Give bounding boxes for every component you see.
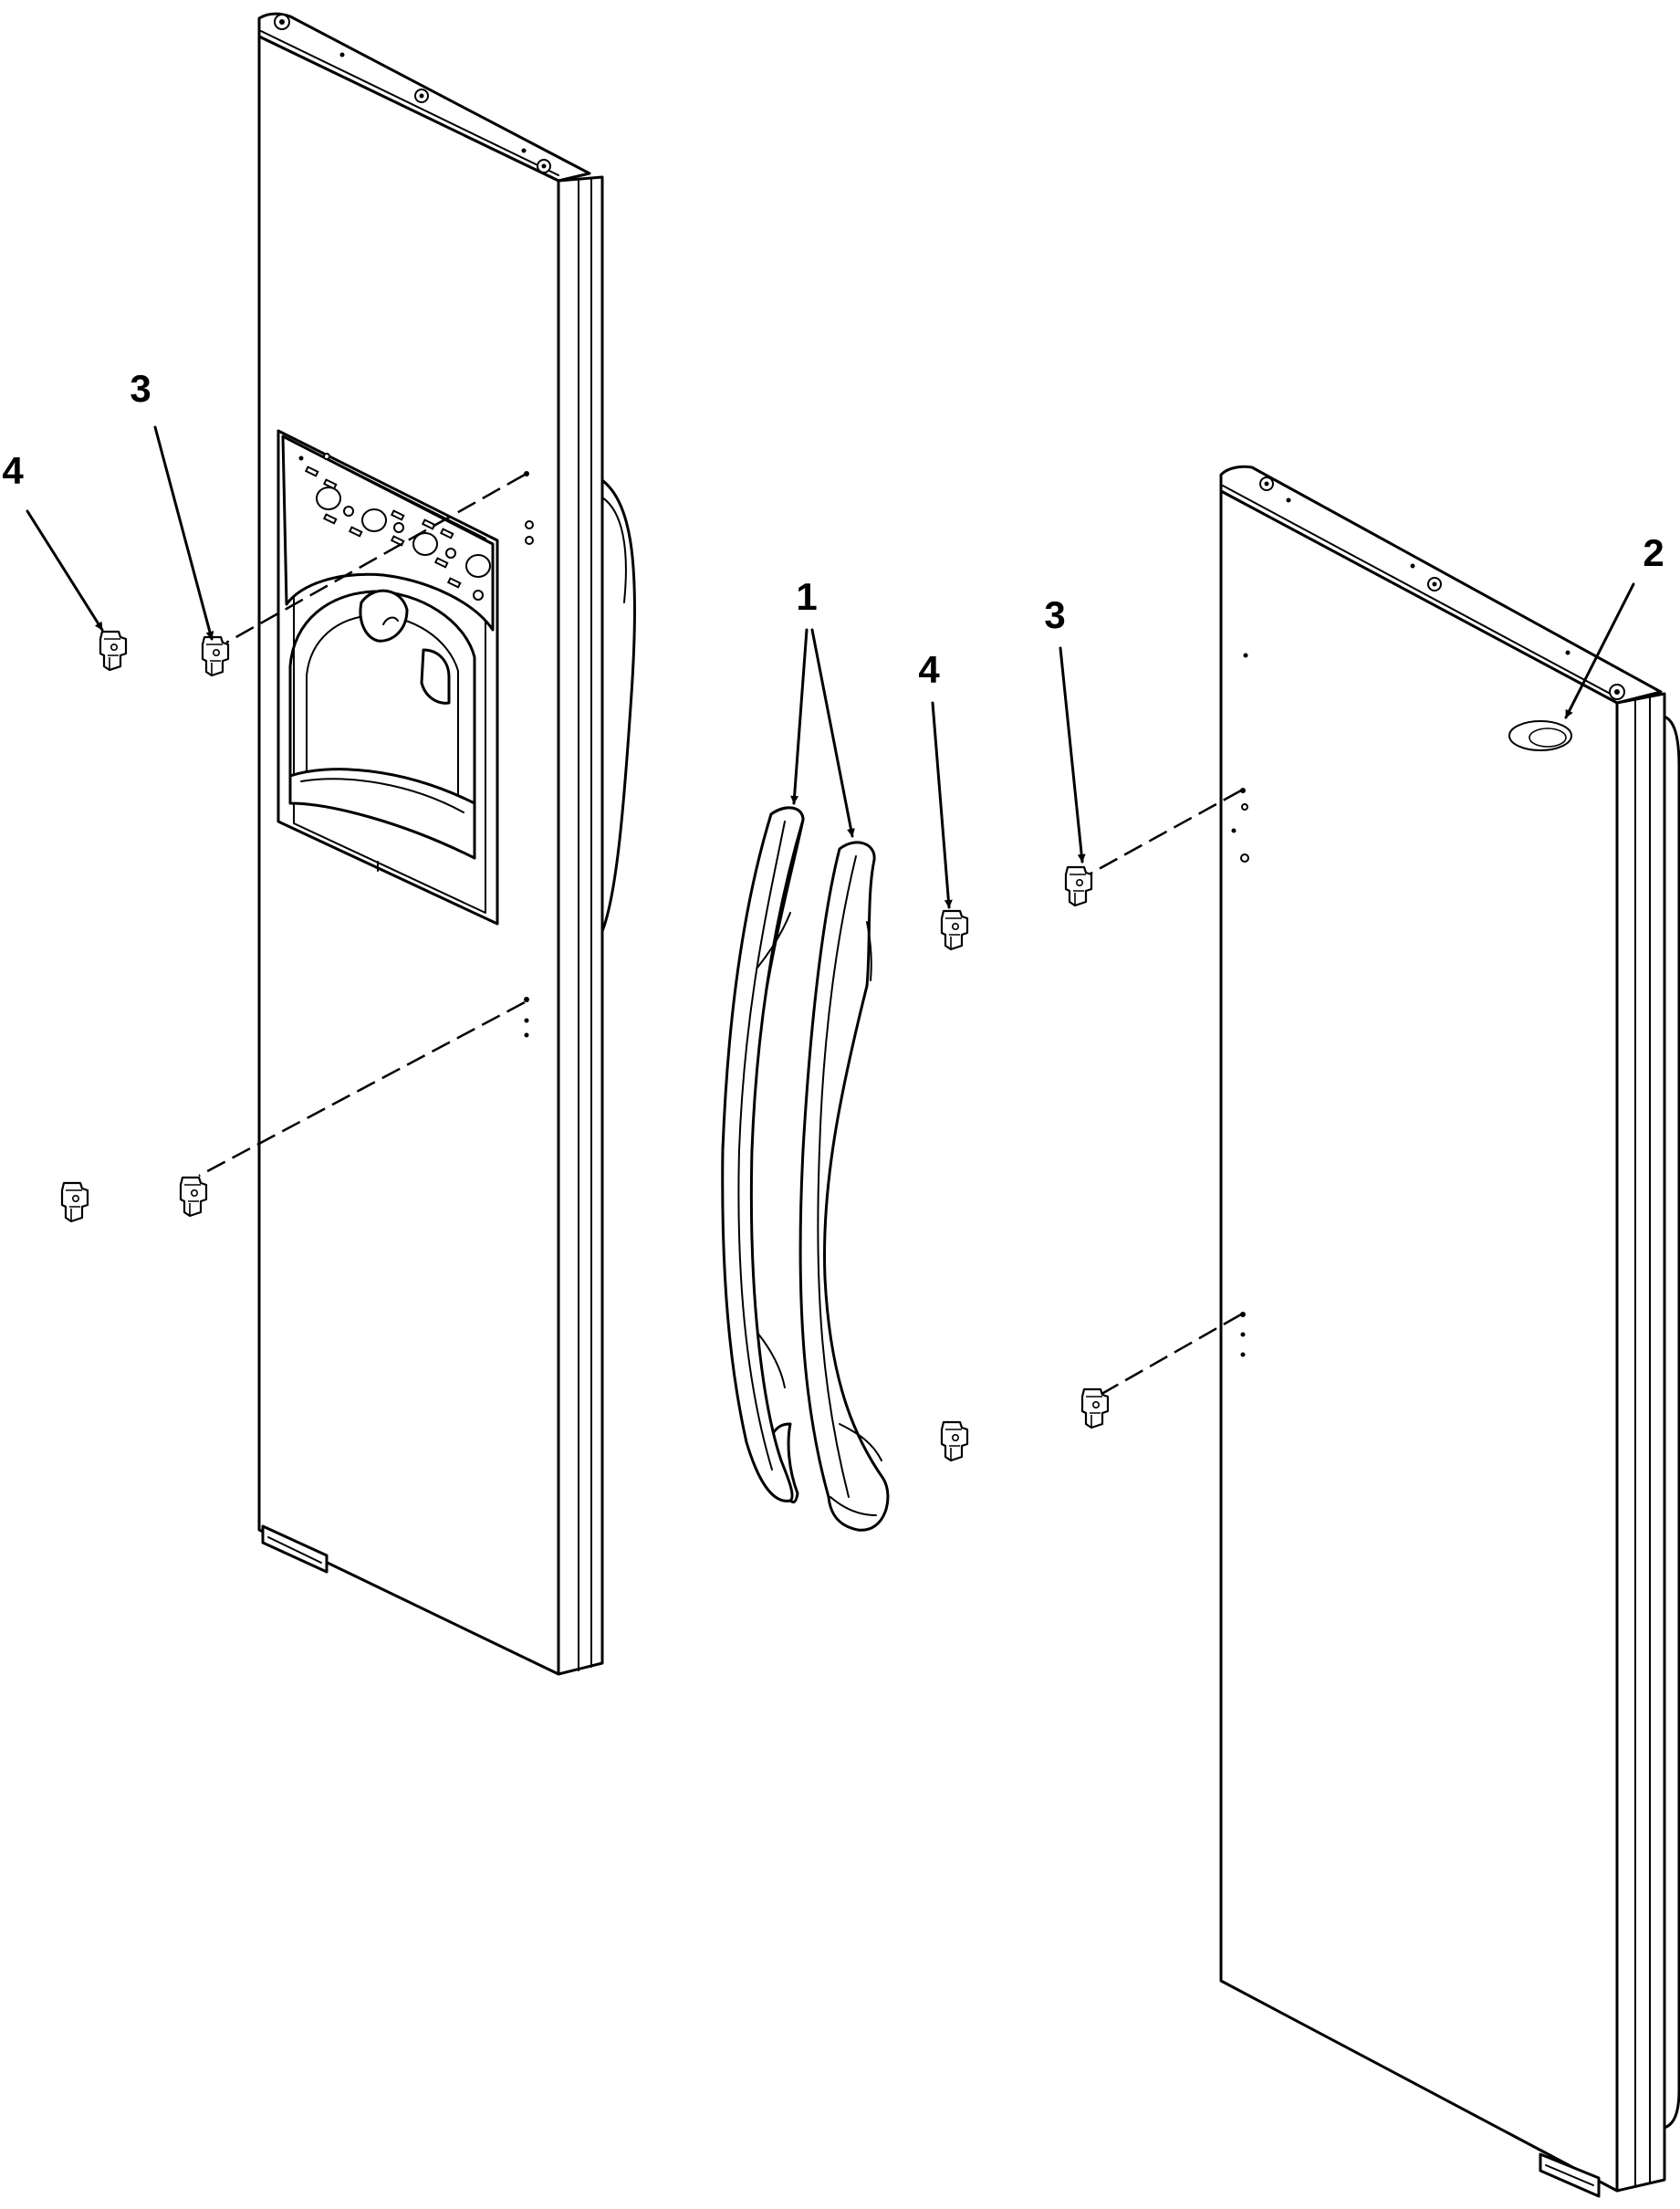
clip-left-inner-upper: [201, 635, 230, 677]
clip-right-outer-lower: [1080, 1387, 1110, 1429]
dispenser-recess: [277, 429, 499, 926]
clip-left-outer-upper: [99, 630, 128, 672]
clip-right-outer-upper: [1064, 865, 1093, 907]
callout-3-left: 3: [130, 367, 151, 410]
clip-right-inner-upper: [940, 909, 969, 951]
door-handle-left: [721, 806, 805, 1503]
callout-3-right: 3: [1044, 593, 1065, 636]
callout-2-cap: 2: [1643, 531, 1664, 574]
fresh-food-door: [1219, 465, 1680, 2198]
callout-4-left: 4: [2, 449, 24, 492]
hinge-cap: [1508, 720, 1572, 751]
door-handle-right: [798, 841, 890, 1532]
callout-1-handle: 1: [796, 575, 817, 618]
freezer-door: [257, 12, 637, 1676]
callout-4-right: 4: [918, 648, 940, 691]
clip-right-inner-lower: [940, 1420, 969, 1462]
clip-left-inner-lower: [179, 1176, 208, 1218]
clip-left-outer-lower: [60, 1181, 89, 1223]
